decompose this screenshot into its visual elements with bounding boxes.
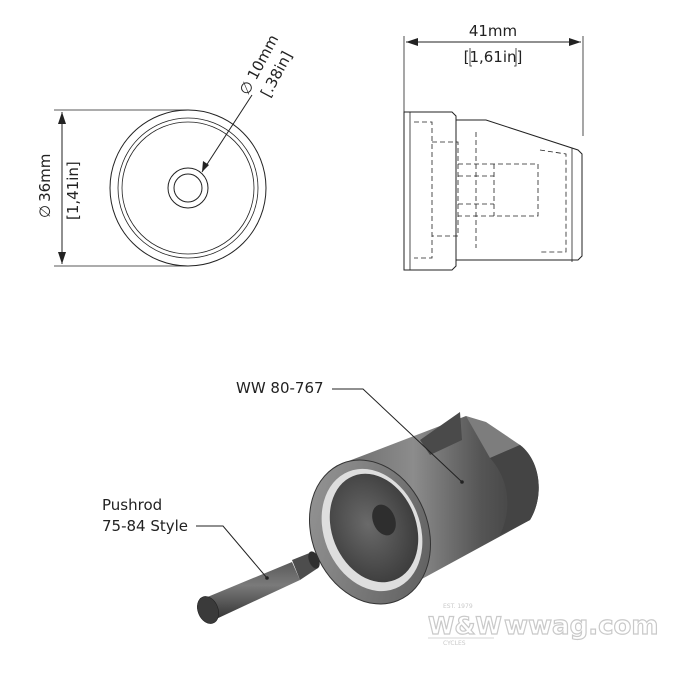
pushrod-end	[197, 596, 219, 624]
bore-leader-line	[201, 94, 253, 173]
watermark-site: wwag.com	[504, 611, 658, 641]
recess-circle	[121, 121, 255, 255]
tool-leader-line	[332, 388, 463, 483]
outer-diameter-in: [1,41in]	[64, 161, 82, 220]
pushrod-shaft	[205, 562, 300, 620]
side-view: 41mm [1,61in]	[403, 22, 584, 271]
tool-lug-top	[466, 416, 520, 458]
bore-leader-arrow	[202, 161, 209, 172]
dim-arrow-bottom	[58, 252, 66, 264]
tool-part-number: WW 80-767	[236, 379, 324, 397]
pushrod-leader-line	[196, 525, 268, 579]
pushrod-label-line2: 75-84 Style	[102, 517, 188, 535]
bore-inner-circle	[173, 173, 203, 203]
tool-cut-face	[490, 445, 539, 535]
tool-bore-hole	[372, 504, 396, 536]
watermark-est: EST. 1979	[443, 603, 473, 610]
dim-arrow-right	[569, 38, 581, 46]
watermark-brand: W&W	[428, 612, 502, 640]
length-in-brackets	[469, 48, 517, 67]
bore-outer-circle	[167, 167, 209, 209]
tool-recess	[329, 473, 419, 583]
hidden-cut	[539, 149, 567, 253]
isometric-view: WW 80-767 Pushrod 75-84 Style	[102, 379, 539, 624]
watermark-cycles: CYCLES	[443, 640, 466, 647]
length-mm: 41mm	[469, 22, 517, 40]
pushrod-leader-dot	[265, 576, 269, 580]
dim-arrow-left	[406, 38, 418, 46]
tool-lug-back	[420, 412, 462, 455]
tool-leader-dot	[460, 480, 464, 484]
outer-diameter-mm: ∅36mm	[36, 154, 54, 218]
hidden-step	[432, 141, 459, 237]
pushrod	[197, 551, 320, 624]
pushrod-label-line1: Pushrod	[102, 496, 162, 514]
pushrod-tip-end	[308, 551, 320, 569]
length-in: [1,61in]	[464, 48, 523, 66]
flange-outline	[403, 111, 457, 271]
body-outline	[456, 119, 583, 261]
dim-arrow-top	[58, 112, 66, 124]
watermark: EST. 1979 W&W CYCLES wwag.com	[427, 603, 659, 647]
outer-circle	[109, 109, 267, 267]
hidden-bore	[458, 163, 539, 217]
chamfer-circle	[117, 117, 259, 259]
front-view: ∅10mm [.38in] ∅36mm [1,41in]	[36, 32, 296, 267]
hidden-recess	[414, 121, 433, 259]
